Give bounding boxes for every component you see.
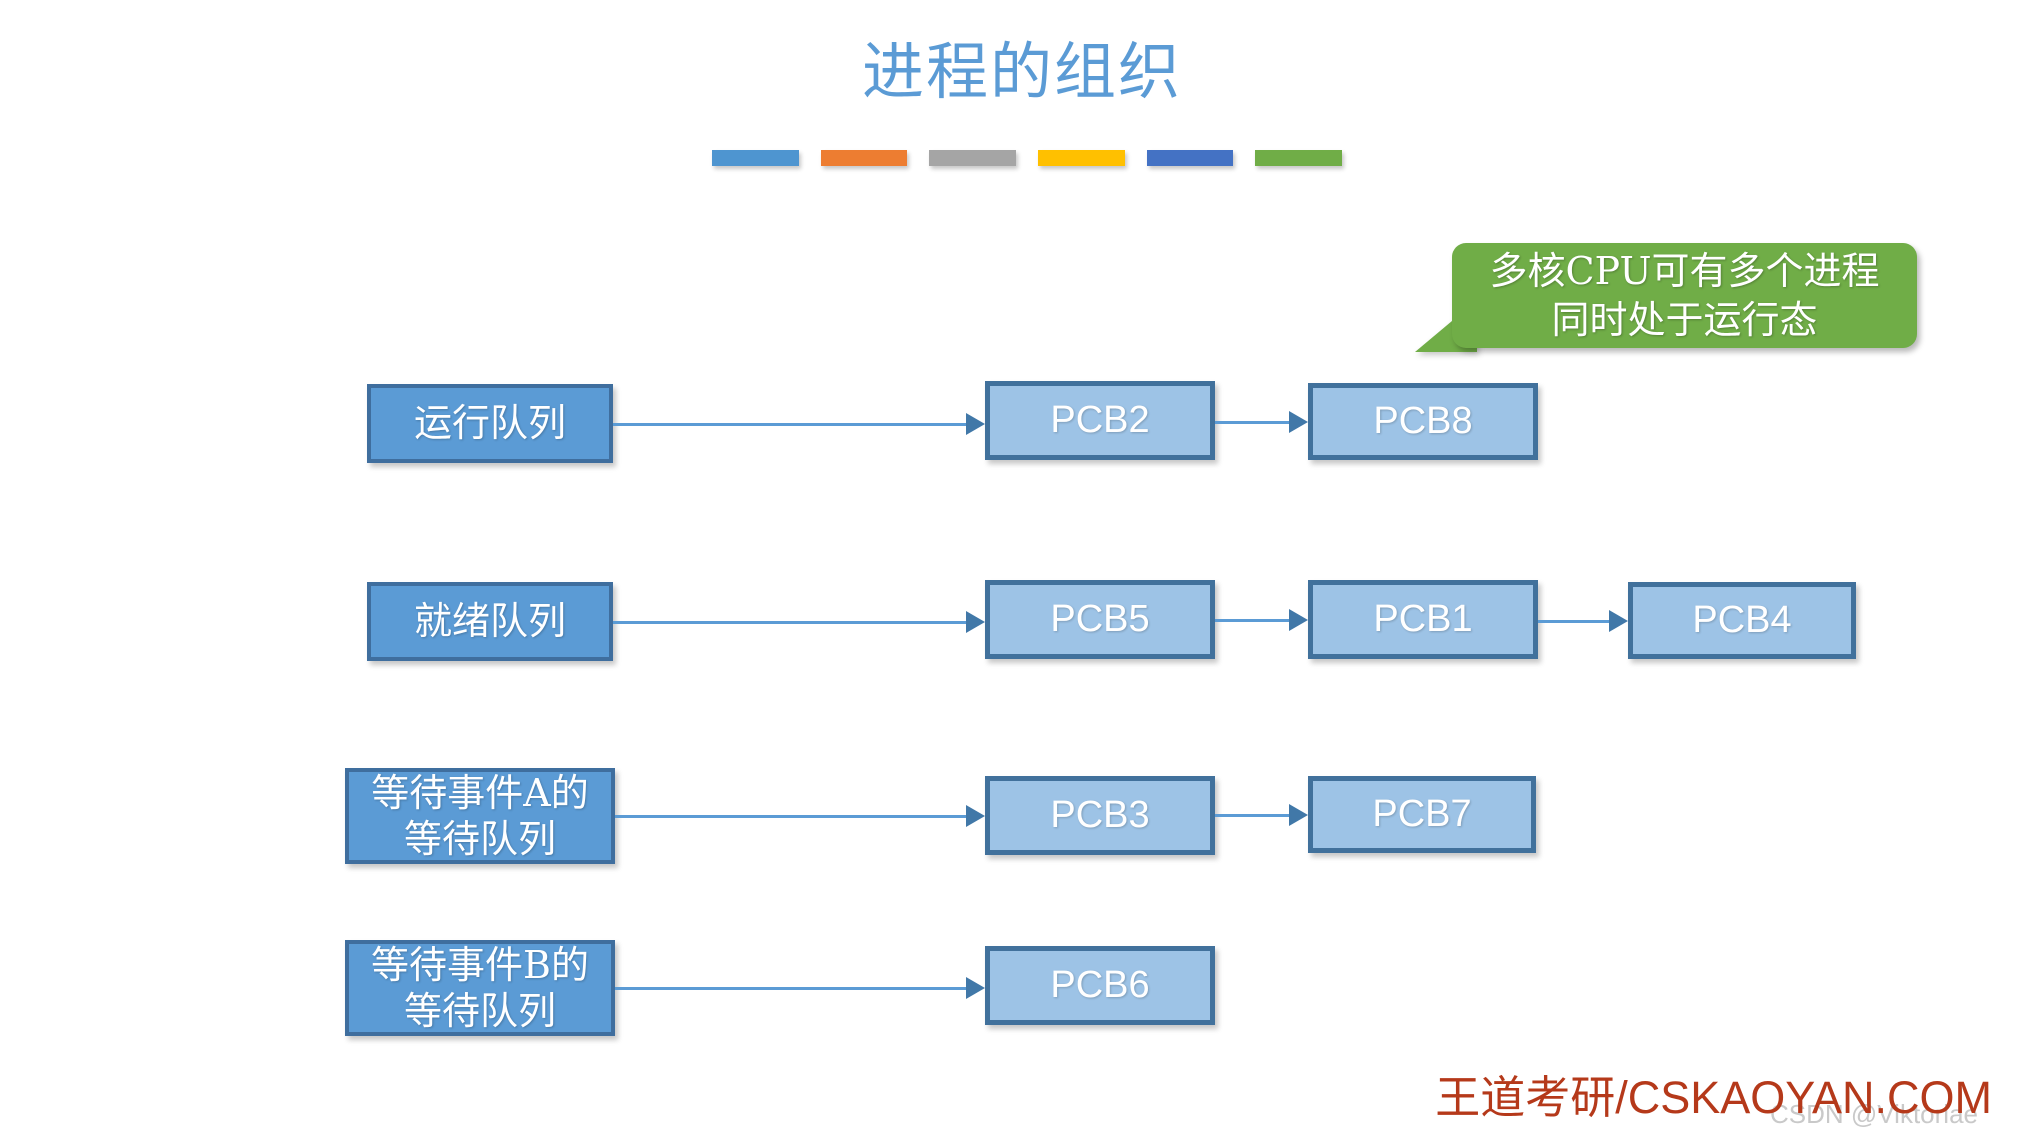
pcb-box-pcb4[interactable]: PCB4 [1628,582,1856,659]
pcb-box-pcb2[interactable]: PCB2 [985,381,1215,460]
connector-row4-1-line [615,987,966,990]
callout-text: 多核CPU可有多个进程 同时处于运行态 [1489,248,1880,342]
queue-box-4[interactable]: 等待事件B的 等待队列 [345,940,615,1036]
connector-row2-2-arrowhead [1289,608,1308,631]
bar-darkblue [1146,150,1234,166]
connector-row2-1-arrowhead [966,610,985,633]
pcb-box-pcb1[interactable]: PCB1 [1308,580,1538,659]
connector-row1-1-arrowhead [966,412,985,435]
connector-row1-2-line [1215,420,1289,424]
connector-row2-2-line [1215,618,1289,622]
connector-row1-2-arrowhead [1289,410,1308,433]
pcb-box-pcb7[interactable]: PCB7 [1308,776,1536,853]
bar-blue [712,150,799,166]
title-accent-bars [712,150,1343,166]
connector-row3-1-line [615,815,966,818]
bar-green [1255,150,1343,166]
connector-row1-1-line [613,422,966,426]
connector-row3-2-line [1215,813,1289,817]
bar-gray [929,150,1017,166]
connector-row2-3-line [1538,619,1609,623]
connector-row3-1-arrowhead [966,805,985,827]
queue-box-3[interactable]: 等待事件A的 等待队列 [345,768,615,864]
connector-row2-1-line [613,620,966,624]
brand-footer: 王道考研/CSKAOYAN.COM [1435,1072,1992,1123]
connector-row4-1-arrowhead [966,977,985,999]
connector-row3-2-arrowhead [1289,803,1308,826]
queue-box-2[interactable]: 就绪队列 [367,582,613,661]
pcb-box-pcb8[interactable]: PCB8 [1308,383,1538,460]
queue-box-1[interactable]: 运行队列 [367,384,613,463]
pcb-box-pcb6[interactable]: PCB6 [985,946,1215,1025]
pcb-box-pcb3[interactable]: PCB3 [985,776,1215,855]
bar-yellow [1038,150,1125,166]
connector-row2-3-arrowhead [1609,609,1628,632]
page-title: 进程的组织 [861,35,1182,108]
bar-orange [820,150,908,166]
pcb-box-pcb5[interactable]: PCB5 [985,580,1215,659]
callout-bubble: 多核CPU可有多个进程 同时处于运行态 [1452,243,1917,348]
